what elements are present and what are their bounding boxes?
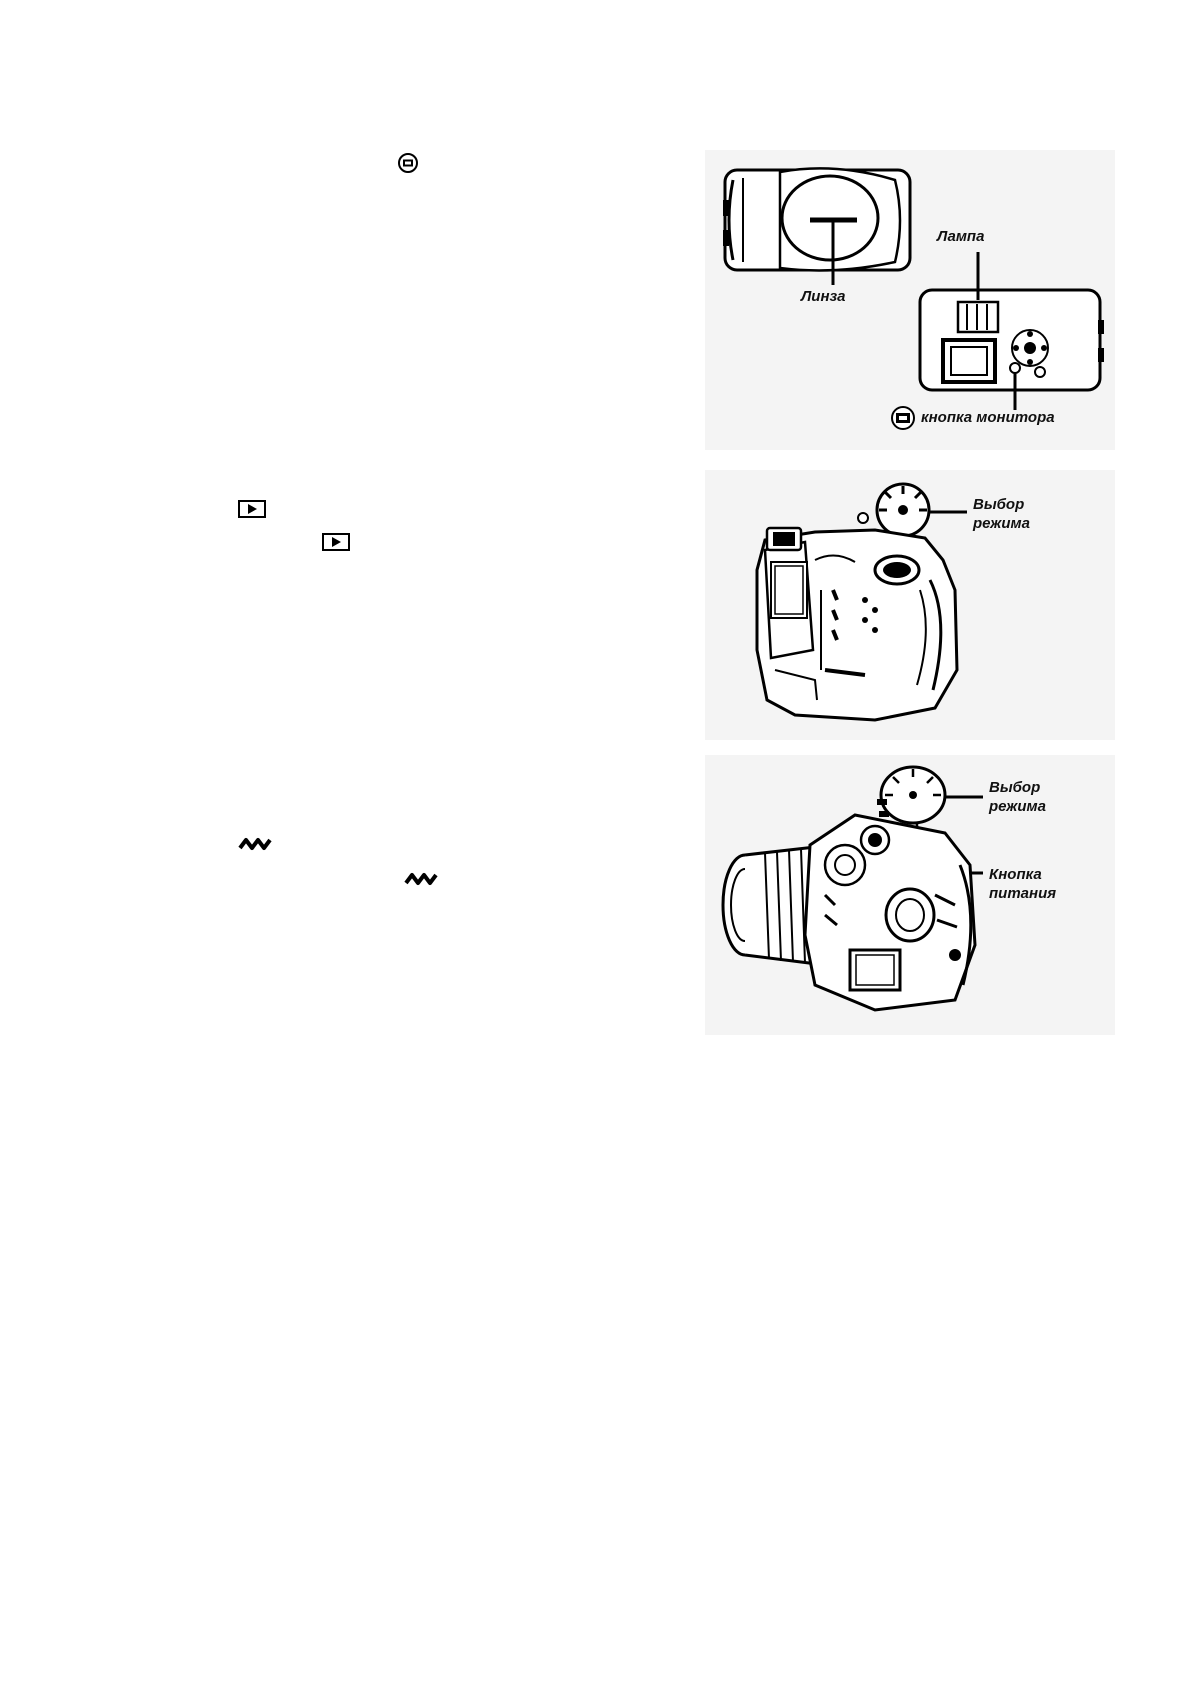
power-wave-icon (404, 871, 438, 887)
lens-label: Линза (801, 288, 846, 305)
mode-select-label: Выбор (989, 779, 1041, 796)
power-button-label: питания (989, 885, 1057, 902)
power-button-label: Кнопка (989, 866, 1042, 883)
playback-icon (238, 500, 266, 518)
lamp-label: Лампа (937, 228, 985, 245)
compact-camera-illustration: Линза Лампа кнопка монитора (705, 150, 1115, 450)
slr-camera-illustration: Выбор режима Кнопка питания (705, 755, 1115, 1035)
monitor-button-icon (398, 153, 418, 173)
playback-icon (322, 533, 350, 551)
camera-mode-dial-illustration: Выбор режима (705, 470, 1115, 740)
mode-select-label: режима (973, 515, 1030, 532)
slr-camera-drawing (721, 765, 983, 1012)
compact-camera-drawing (723, 167, 1104, 430)
power-wave-icon (238, 836, 272, 852)
monitor-button-label: кнопка монитора (921, 409, 1055, 426)
mode-select-label: Выбор (973, 496, 1025, 513)
mode-select-label: режима (989, 798, 1046, 815)
mode-dial-camera-drawing (755, 482, 967, 722)
